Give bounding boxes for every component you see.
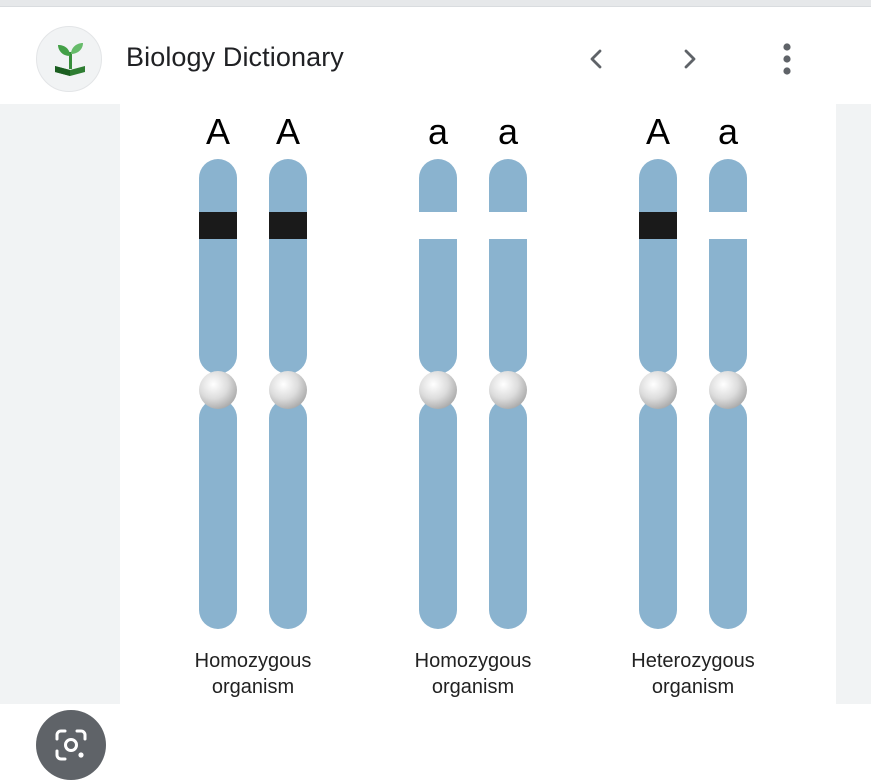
chevron-right-icon: [677, 47, 701, 71]
chromosome-lower-arm: [489, 399, 527, 629]
recessive-allele-band: [709, 212, 747, 239]
chromosome-lower-arm: [419, 399, 457, 629]
recessive-allele-band: [419, 212, 457, 239]
centromere: [709, 371, 747, 409]
chromosome-lower-arm: [199, 399, 237, 629]
group-caption-line2: organism: [212, 676, 294, 698]
lens-button[interactable]: [36, 710, 106, 780]
more-vert-icon: [781, 42, 793, 76]
group-caption-line2: organism: [432, 676, 514, 698]
prev-button[interactable]: [575, 37, 619, 81]
chromosome-upper-arm: [419, 159, 457, 374]
group-caption-line2: organism: [652, 676, 734, 698]
group-caption-line1: Homozygous: [415, 650, 532, 672]
plant-book-icon: [52, 40, 88, 78]
group-caption-line1: Heterozygous: [631, 650, 754, 672]
allele-label: a: [498, 111, 519, 152]
chromosome: [639, 159, 677, 629]
chromosome-lower-arm: [269, 399, 307, 629]
dominant-allele-band: [639, 212, 677, 239]
dominant-allele-band: [269, 212, 307, 239]
chromosome: [199, 159, 237, 629]
chromosome-lower-arm: [639, 399, 677, 629]
centromere: [199, 371, 237, 409]
chromosome-upper-arm: [639, 159, 677, 374]
next-button[interactable]: [667, 37, 711, 81]
chromosome-lower-arm: [709, 399, 747, 629]
allele-label: A: [276, 111, 300, 152]
allele-label: A: [206, 111, 230, 152]
group-caption-line1: Homozygous: [195, 650, 312, 672]
centromere: [419, 371, 457, 409]
top-divider: [0, 0, 871, 7]
app-title: Biology Dictionary: [126, 42, 344, 73]
chromosome-upper-arm: [489, 159, 527, 374]
centromere: [489, 371, 527, 409]
chromosome: [269, 159, 307, 629]
app-logo[interactable]: [36, 26, 102, 92]
app-header: Biology Dictionary: [0, 7, 871, 104]
chromosome-upper-arm: [199, 159, 237, 374]
centromere: [269, 371, 307, 409]
chromosome: [489, 159, 527, 629]
chevron-left-icon: [585, 47, 609, 71]
more-options-button[interactable]: [765, 37, 809, 81]
allele-label: a: [718, 111, 739, 152]
recessive-allele-band: [489, 212, 527, 239]
chromosome: [419, 159, 457, 629]
allele-label: a: [428, 111, 449, 152]
dominant-allele-band: [199, 212, 237, 239]
centromere: [639, 371, 677, 409]
chromosome: [709, 159, 747, 629]
chromosome-upper-arm: [709, 159, 747, 374]
allele-label: A: [646, 111, 670, 152]
chromosome-upper-arm: [269, 159, 307, 374]
lens-search-icon: [54, 728, 88, 762]
